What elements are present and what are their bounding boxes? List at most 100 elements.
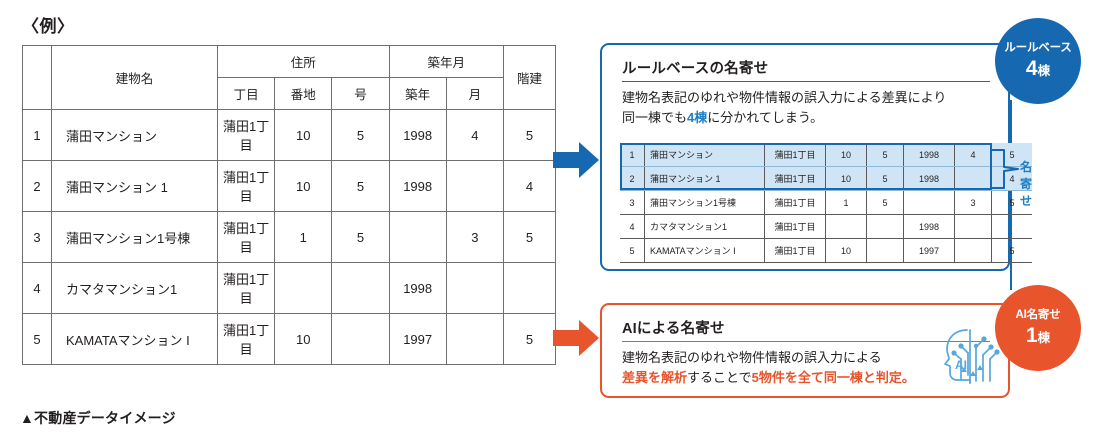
cell-banchi: 10 <box>274 109 333 161</box>
cell-go <box>331 262 390 314</box>
rule-panel-title: ルールベースの名寄せ <box>622 61 769 77</box>
col-header-go: 号 <box>331 77 390 110</box>
cell-banchi: 10 <box>274 160 333 212</box>
mini-cell-go <box>866 238 904 263</box>
ai-panel-body: 建物名表記のゆれや物件情報の誤入力による 差異を解析することで5物件を全て同一棟… <box>622 348 1000 388</box>
col-header-month: 月 <box>445 77 505 110</box>
ai-badge-unit: 棟 <box>1037 330 1051 345</box>
ai-badge-number: 1 <box>1025 323 1038 347</box>
col-header-no <box>22 45 52 110</box>
rule-panel-body-line2-post: に分かれてしまう。 <box>707 110 824 126</box>
cell-banchi: 1 <box>274 211 333 263</box>
mini-cell-floors: 5 <box>991 190 1032 215</box>
mini-cell-year <box>903 190 955 215</box>
mini-cell-go: 5 <box>866 143 904 167</box>
mini-cell-chome: 蒲田1丁目 <box>764 143 826 167</box>
table-header-row-group: 建物名 住所 築年月 階建 <box>22 45 556 110</box>
rule-panel-body-line2-pre: 同一棟でも <box>622 110 688 126</box>
col-header-building-name: 建物名 <box>51 45 218 110</box>
mini-cell-floors: 5 <box>991 238 1032 263</box>
cell-name: 蒲田マンション1号棟 <box>51 211 218 263</box>
mini-cell-name: 蒲田マンション <box>644 143 765 167</box>
col-header-chome: 丁目 <box>216 77 276 110</box>
rule-based-count-badge: ルールベース 4棟 <box>995 18 1081 104</box>
mini-cell-year: 1998 <box>903 214 955 239</box>
rule-panel-body-line1: 建物名表記のゆれや物件情報の誤入力による差異により <box>622 90 947 105</box>
mini-cell-go <box>866 214 904 239</box>
cell-floors <box>503 262 556 314</box>
cell-no: 1 <box>22 109 52 161</box>
mini-cell-banchi: 10 <box>825 166 867 191</box>
cell-no: 2 <box>22 160 52 212</box>
cell-no: 5 <box>22 313 52 365</box>
ai-count-badge: AI名寄せ 1棟 <box>995 285 1081 371</box>
mini-cell-banchi: 1 <box>825 190 867 215</box>
mini-cell-no: 3 <box>620 190 645 215</box>
cell-year: 1998 <box>388 160 447 212</box>
cell-banchi: 10 <box>274 313 333 365</box>
mini-cell-year: 1998 <box>903 143 955 167</box>
mini-cell-banchi: 10 <box>825 238 867 263</box>
cell-name: KAMATAマンション I <box>51 313 218 365</box>
mini-cell-month <box>954 238 992 263</box>
mini-cell-chome: 蒲田1丁目 <box>764 238 826 263</box>
cell-go: 5 <box>331 160 390 212</box>
rule-based-panel: ルールベースの名寄せ 建物名表記のゆれや物件情報の誤入力による差異により 同一棟… <box>600 43 1032 271</box>
cell-month: 4 <box>445 109 505 161</box>
mini-cell-month: 3 <box>954 190 992 215</box>
cell-banchi <box>274 262 333 314</box>
mini-cell-name: カマタマンション1 <box>644 214 765 239</box>
col-header-banchi: 番地 <box>274 77 333 110</box>
mini-cell-chome: 蒲田1丁目 <box>764 214 826 239</box>
cell-name: 蒲田マンション <box>51 109 218 161</box>
cell-name: 蒲田マンション 1 <box>51 160 218 212</box>
cell-go: 5 <box>331 109 390 161</box>
cell-chome: 蒲田1丁目 <box>216 262 276 314</box>
nayose-label: 名寄せ <box>1020 160 1033 208</box>
mini-cell-no: 1 <box>620 143 645 167</box>
mini-cell-name: 蒲田マンション 1 <box>644 166 765 191</box>
mini-cell-floors <box>991 214 1032 239</box>
mini-cell-banchi: 10 <box>825 143 867 167</box>
mini-cell-month: 4 <box>954 143 992 167</box>
cell-year: 1998 <box>388 109 447 161</box>
rule-badge-label: ルールベース <box>1004 42 1072 55</box>
ai-icon-text: AI <box>955 358 967 372</box>
ai-brain-circuit-icon: AI <box>940 325 1002 392</box>
cell-month <box>445 262 505 314</box>
col-header-build-date: 築年月 <box>388 45 505 78</box>
mini-cell-go: 5 <box>866 166 904 191</box>
cell-floors: 5 <box>503 313 556 365</box>
rule-badge-count: 4棟 <box>1026 58 1050 79</box>
mini-cell-name: KAMATAマンション I <box>644 238 765 263</box>
col-header-floors: 階建 <box>503 45 556 110</box>
nayose-bracket-icon <box>990 149 1020 194</box>
cell-year: 1998 <box>388 262 447 314</box>
mini-cell-floors: 5 <box>991 143 1032 167</box>
figure-caption: ▲不動産データイメージ <box>20 410 176 426</box>
col-header-year: 築年 <box>388 77 447 110</box>
mini-cell-name: 蒲田マンション1号棟 <box>644 190 765 215</box>
rule-panel-body: 建物名表記のゆれや物件情報の誤入力による差異により 同一棟でも4棟に分かれてしま… <box>622 88 1000 128</box>
ai-badge-label: AI名寄せ <box>1015 309 1061 322</box>
cell-go: 5 <box>331 211 390 263</box>
cell-floors: 5 <box>503 109 556 161</box>
mini-cell-no: 2 <box>620 166 645 191</box>
cell-chome: 蒲田1丁目 <box>216 160 276 212</box>
ai-panel-divider <box>622 341 990 342</box>
cell-chome: 蒲田1丁目 <box>216 211 276 263</box>
ai-panel-body-line1: 建物名表記のゆれや物件情報の誤入力による <box>622 350 882 365</box>
example-label: 〈例〉 <box>22 17 75 36</box>
ai-panel-title: AIによる名寄せ <box>622 321 725 337</box>
